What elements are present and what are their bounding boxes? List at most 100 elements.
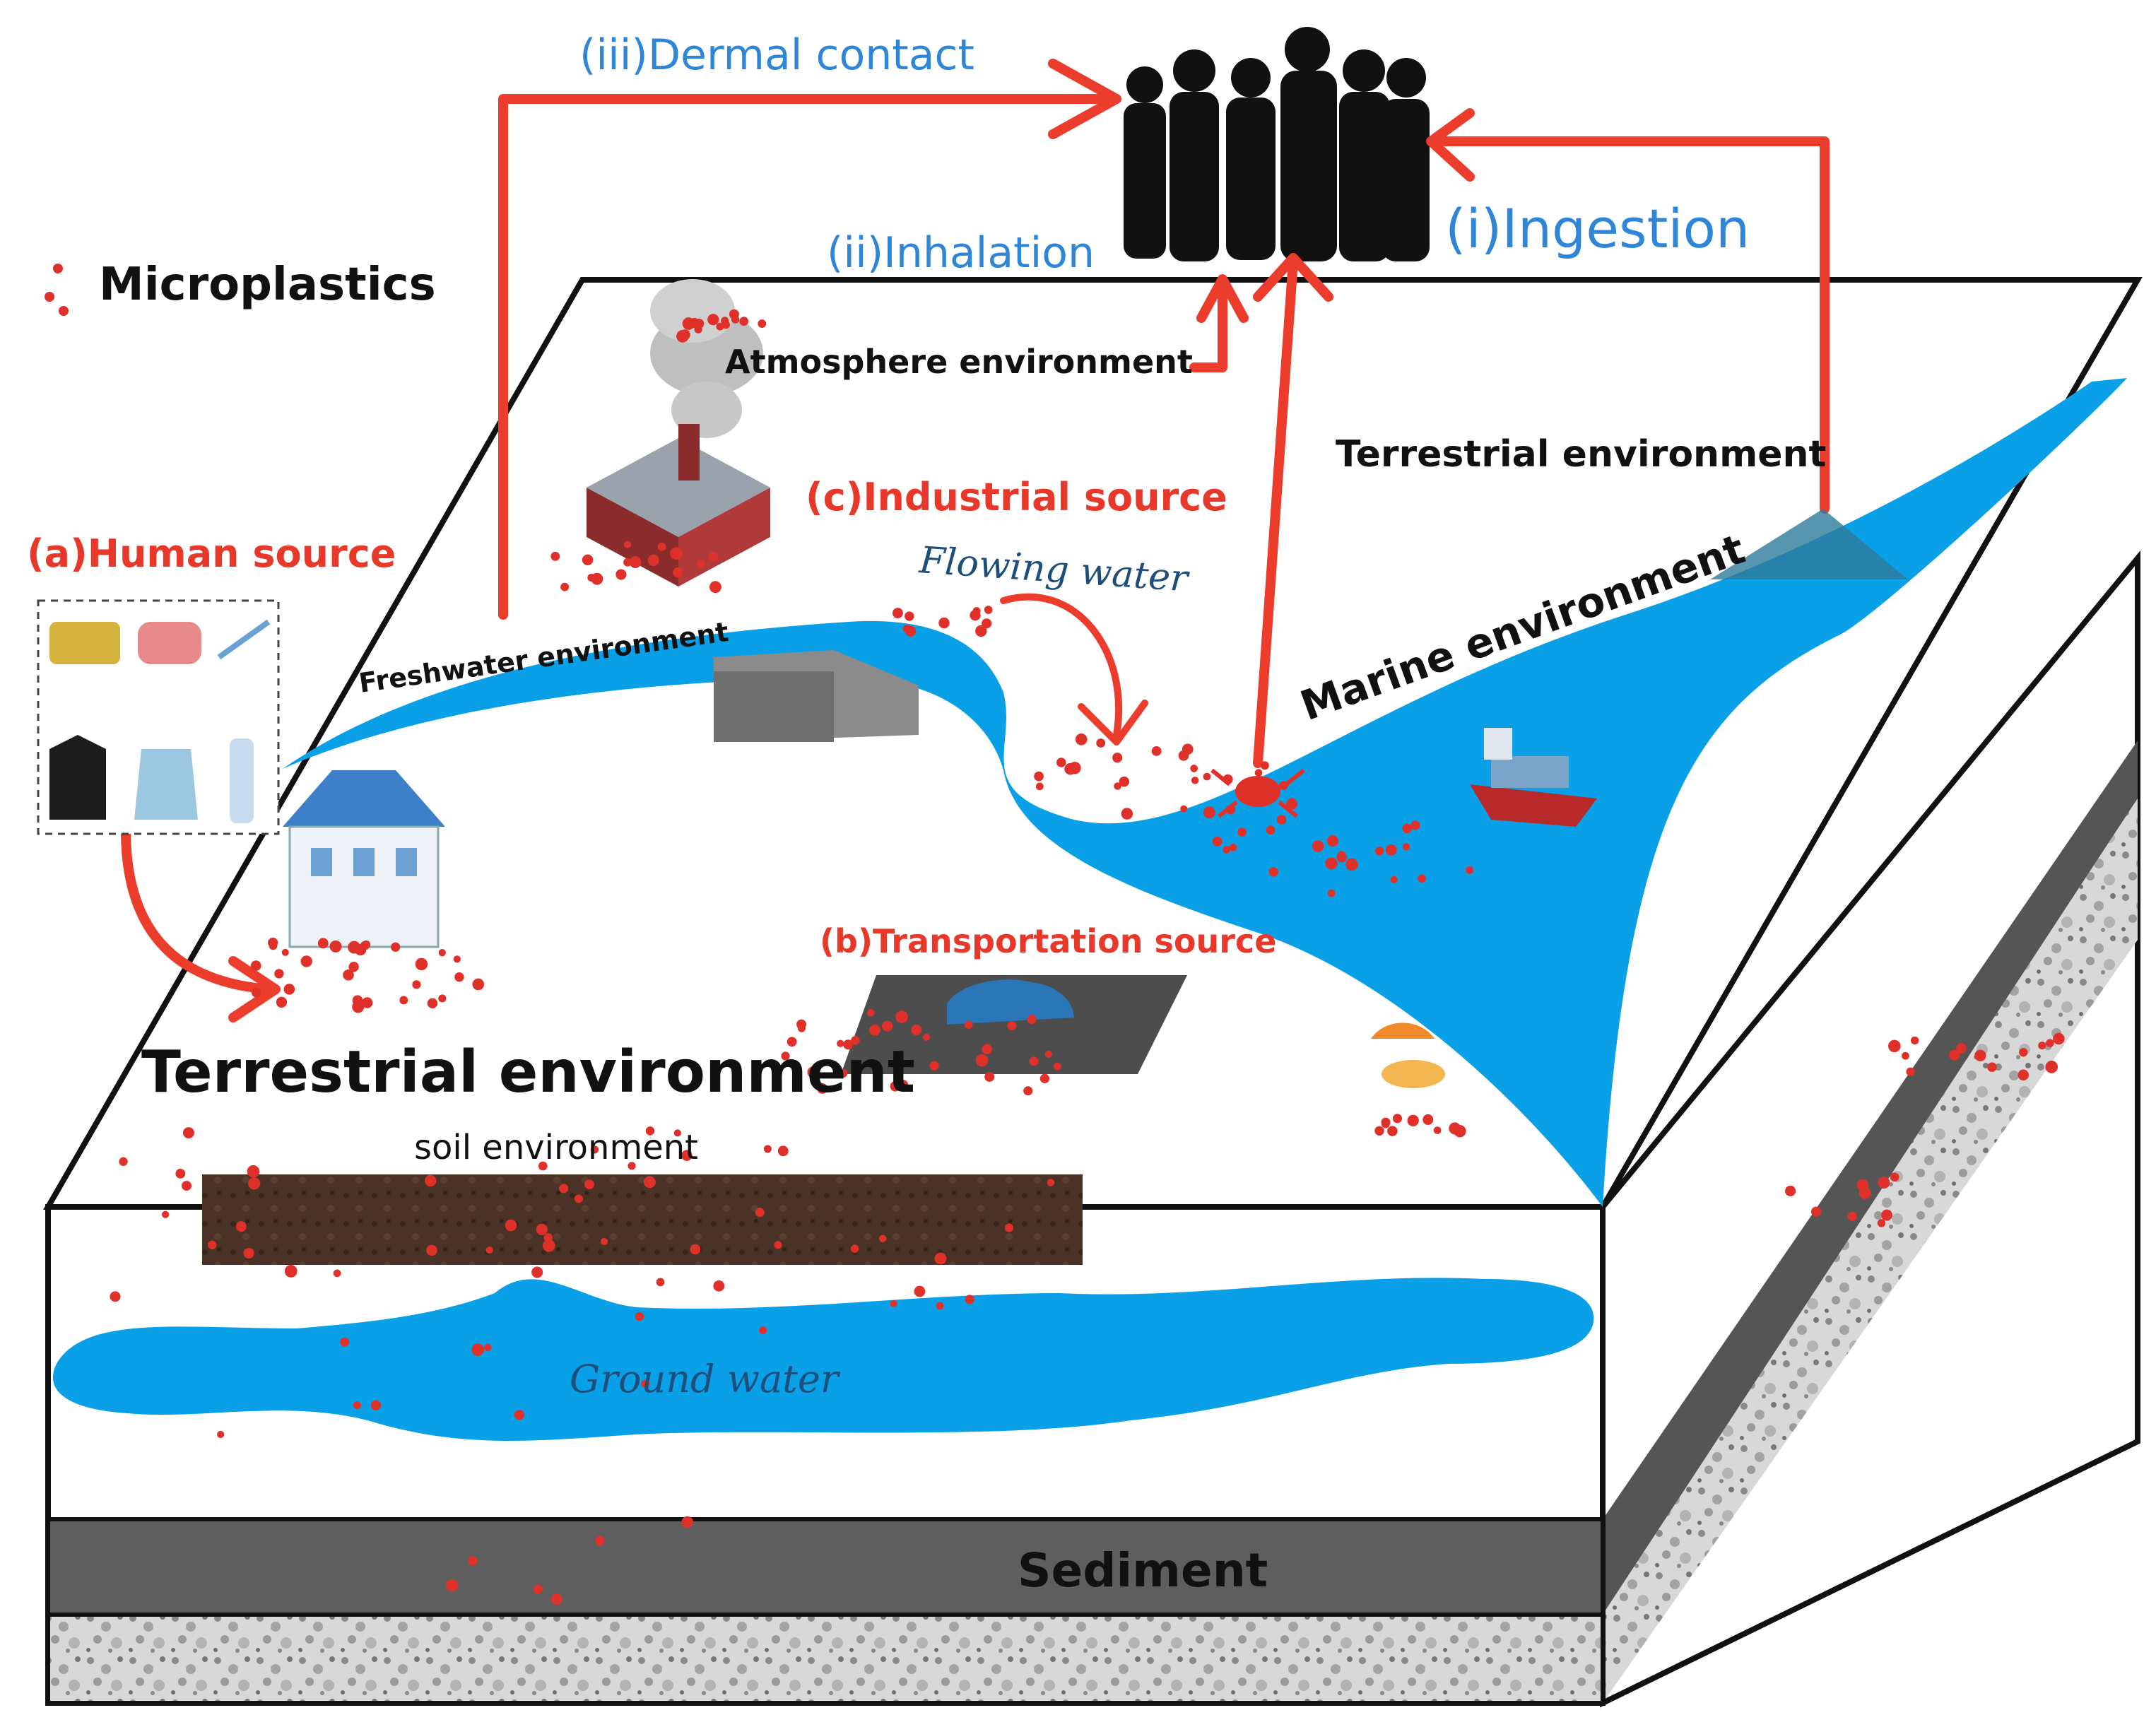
microplastic-particle	[777, 1145, 789, 1157]
microplastic-particle	[713, 1280, 725, 1292]
reef-icon	[1710, 509, 1908, 579]
microplastic-particle	[1268, 867, 1278, 877]
microplastic-particle	[329, 940, 342, 953]
microplastic-particle	[182, 1127, 194, 1139]
microplastic-particle	[1114, 782, 1121, 790]
microplastic-particle	[690, 1244, 701, 1255]
microplastic-particle	[657, 542, 666, 551]
microplastic-particle	[911, 1025, 922, 1036]
microplastic-particle	[1047, 1179, 1055, 1186]
microplastic-particle	[708, 551, 718, 562]
flowing-water-arrow	[1000, 593, 1123, 738]
microplastic-particle	[1948, 1049, 1960, 1061]
microplastic-particle	[1878, 1177, 1890, 1189]
microplastic-particle	[1418, 874, 1426, 883]
microplastic-particle	[982, 1044, 992, 1054]
microplastic-particle	[1385, 844, 1397, 856]
microplastic-particle	[427, 998, 438, 1008]
microplastic-particle	[1034, 771, 1044, 782]
microplastic-particle	[681, 1516, 694, 1528]
microplastic-particle	[1203, 806, 1215, 819]
microplastic-particle	[250, 960, 261, 971]
microplastic-particle	[1374, 847, 1384, 856]
ingestion-label: (i)Ingestion	[1445, 197, 1750, 260]
microplastic-particle	[1212, 836, 1223, 847]
microplastic-particle	[656, 1278, 665, 1287]
microplastic-particle	[673, 567, 683, 578]
crab-icon	[1210, 768, 1305, 818]
microplastic-particle	[360, 941, 370, 950]
microplastic-particle	[755, 1208, 765, 1218]
inhalation-arrowhead	[1196, 274, 1249, 323]
toothbrush-icon	[217, 619, 271, 660]
microplastic-particle	[1191, 777, 1199, 784]
microplastic-particle	[964, 1020, 973, 1030]
microplastic-particle	[881, 1020, 893, 1032]
microplastic-particle	[817, 1083, 828, 1094]
beach-umbrella-icon	[1371, 1022, 1445, 1088]
microplastic-particle	[641, 1379, 650, 1389]
microplastic-particle	[352, 1001, 365, 1013]
atmosphere-environment-label: Atmosphere environment	[725, 343, 1193, 381]
microplastic-particle	[559, 1184, 569, 1193]
microplastic-particle	[1881, 1209, 1893, 1221]
microplastic-particle	[1229, 843, 1237, 851]
microplastic-particle	[936, 1302, 944, 1310]
microplastic-particle	[110, 1291, 121, 1302]
microplastic-particle	[2053, 1032, 2065, 1045]
microplastic-particle	[1422, 1114, 1434, 1125]
microplastic-particle	[1856, 1179, 1869, 1191]
ingestion-arrowhead	[1426, 108, 1475, 182]
microplastic-particle	[276, 996, 288, 1008]
microplastic-particle	[838, 1068, 848, 1078]
block-front-face	[45, 1204, 1606, 1706]
microplastic-particle	[1325, 857, 1338, 870]
inhalation-label: (ii)Inhalation	[827, 228, 1095, 278]
microplastic-particle	[850, 1244, 859, 1253]
microplastic-particle	[484, 1343, 492, 1352]
microplastic-particle	[982, 618, 992, 629]
microplastic-particle	[1223, 845, 1231, 854]
microplastic-particle	[1910, 1036, 1919, 1045]
microplastic-particle	[1027, 1014, 1037, 1025]
microplastic-particle	[1906, 1067, 1915, 1076]
microplastic-particle	[1029, 1056, 1039, 1066]
microplastic-particle	[415, 957, 428, 971]
microplastic-particle	[1112, 753, 1123, 763]
jacket-icon	[49, 735, 106, 820]
microplastic-particle	[175, 1168, 186, 1179]
microplastic-particle	[731, 315, 740, 324]
microplastic-particle	[623, 558, 632, 567]
microplastic-particle	[471, 1343, 484, 1356]
microplastic-particle	[635, 1312, 644, 1321]
microplastic-particle	[905, 611, 914, 621]
microplastic-particle	[1336, 851, 1347, 863]
microplastic-particle	[2019, 1048, 2028, 1057]
microplastic-particle	[1075, 733, 1088, 745]
microplastic-particle	[914, 1285, 926, 1297]
microplastic-particle	[643, 1176, 656, 1189]
microplastic-particle	[247, 1165, 260, 1178]
microplastic-particle	[1392, 1114, 1403, 1124]
microplastic-particle	[412, 980, 421, 989]
microplastic-particle	[984, 1071, 995, 1082]
sediment-layer	[46, 1517, 1605, 1617]
industrial-source-label: (c)Industrial source	[806, 475, 1227, 519]
microplastic-particle	[531, 1266, 543, 1278]
microplastic-particle	[1223, 774, 1233, 785]
microplastic-particle	[1254, 769, 1263, 777]
microplastic-particle	[1847, 1211, 1857, 1222]
microplastic-particle	[673, 1129, 681, 1137]
ingestion-arrow	[1430, 136, 1830, 514]
microplastic-particle	[709, 581, 721, 594]
microplastic-particles	[110, 309, 2065, 1605]
microplastic-particle	[361, 997, 373, 1008]
plastic-bag-icon	[134, 749, 198, 820]
crab-ingestion-arrow	[1253, 257, 1298, 768]
microplastic-particle	[1235, 789, 1244, 798]
microplastic-particle	[472, 978, 485, 991]
microplastic-particle	[837, 1039, 844, 1047]
microplastic-particle	[300, 955, 312, 967]
sediment-label: Sediment	[1018, 1543, 1268, 1598]
human-source-arrow	[121, 829, 273, 994]
